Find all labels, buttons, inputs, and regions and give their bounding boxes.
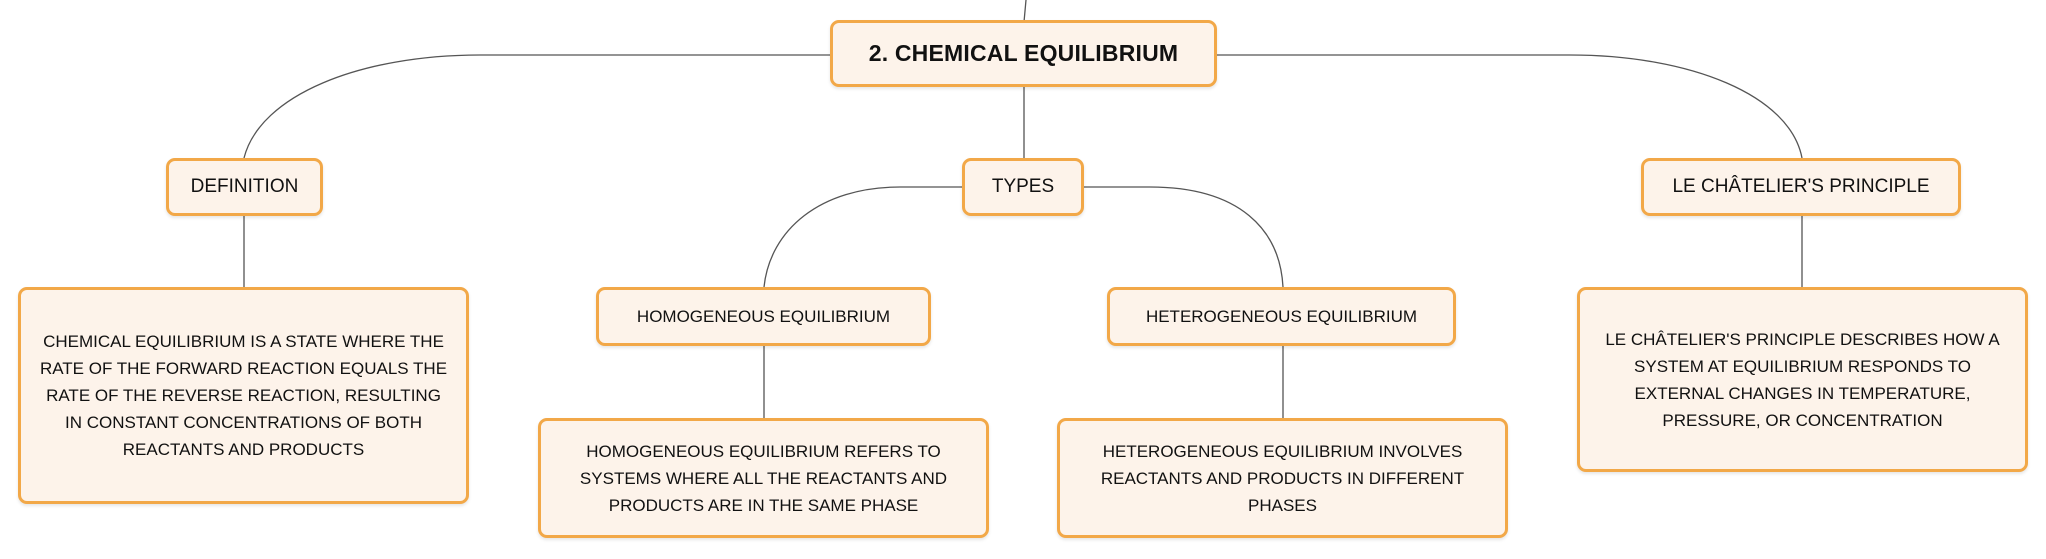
heterogeneous-description-text: HETEROGENEOUS EQUILIBRIUM INVOLVES REACT… xyxy=(1100,441,1465,515)
le-chatelier-description-text: LE CHÂTELIER'S PRINCIPLE DESCRIBES HOW A… xyxy=(1605,329,2000,430)
definition-node-label: DEFINITION xyxy=(190,176,299,197)
le-chatelier-description-node[interactable]: LE CHÂTELIER'S PRINCIPLE DESCRIBES HOW A… xyxy=(1577,287,2028,472)
heterogeneous-description-node[interactable]: HETEROGENEOUS EQUILIBRIUM INVOLVES REACT… xyxy=(1057,418,1508,538)
connector-parent-root xyxy=(1023,0,1027,23)
definition-node[interactable]: DEFINITION xyxy=(166,158,323,216)
homogeneous-description-node[interactable]: HOMOGENEOUS EQUILIBRIUM REFERS TO SYSTEM… xyxy=(538,418,989,538)
types-node-label: TYPES xyxy=(991,176,1055,197)
root-node-label: 2. CHEMICAL EQUILIBRIUM xyxy=(868,40,1179,66)
connector-root-definition xyxy=(243,54,830,159)
le-chatelier-node-label: LE CHÂTELIER'S PRINCIPLE xyxy=(1672,176,1930,197)
types-node[interactable]: TYPES xyxy=(962,158,1084,216)
definition-description-text: CHEMICAL EQUILIBRIUM IS A STATE WHERE TH… xyxy=(39,332,448,459)
connector-types-homogeneous xyxy=(763,186,962,288)
homogeneous-description-text: HOMOGENEOUS EQUILIBRIUM REFERS TO SYSTEM… xyxy=(579,441,948,515)
heterogeneous-node-label: HETEROGENEOUS EQUILIBRIUM xyxy=(1145,306,1418,326)
homogeneous-node-label: HOMOGENEOUS EQUILIBRIUM xyxy=(636,306,891,326)
root-node[interactable]: 2. CHEMICAL EQUILIBRIUM xyxy=(830,20,1217,87)
connector-types-heterogeneous xyxy=(1084,186,1284,288)
le-chatelier-node[interactable]: LE CHÂTELIER'S PRINCIPLE xyxy=(1641,158,1961,216)
definition-description-node[interactable]: CHEMICAL EQUILIBRIUM IS A STATE WHERE TH… xyxy=(18,287,469,504)
connector-root-lechatelier xyxy=(1216,54,1803,159)
heterogeneous-node[interactable]: HETEROGENEOUS EQUILIBRIUM xyxy=(1107,287,1456,346)
homogeneous-node[interactable]: HOMOGENEOUS EQUILIBRIUM xyxy=(596,287,931,346)
